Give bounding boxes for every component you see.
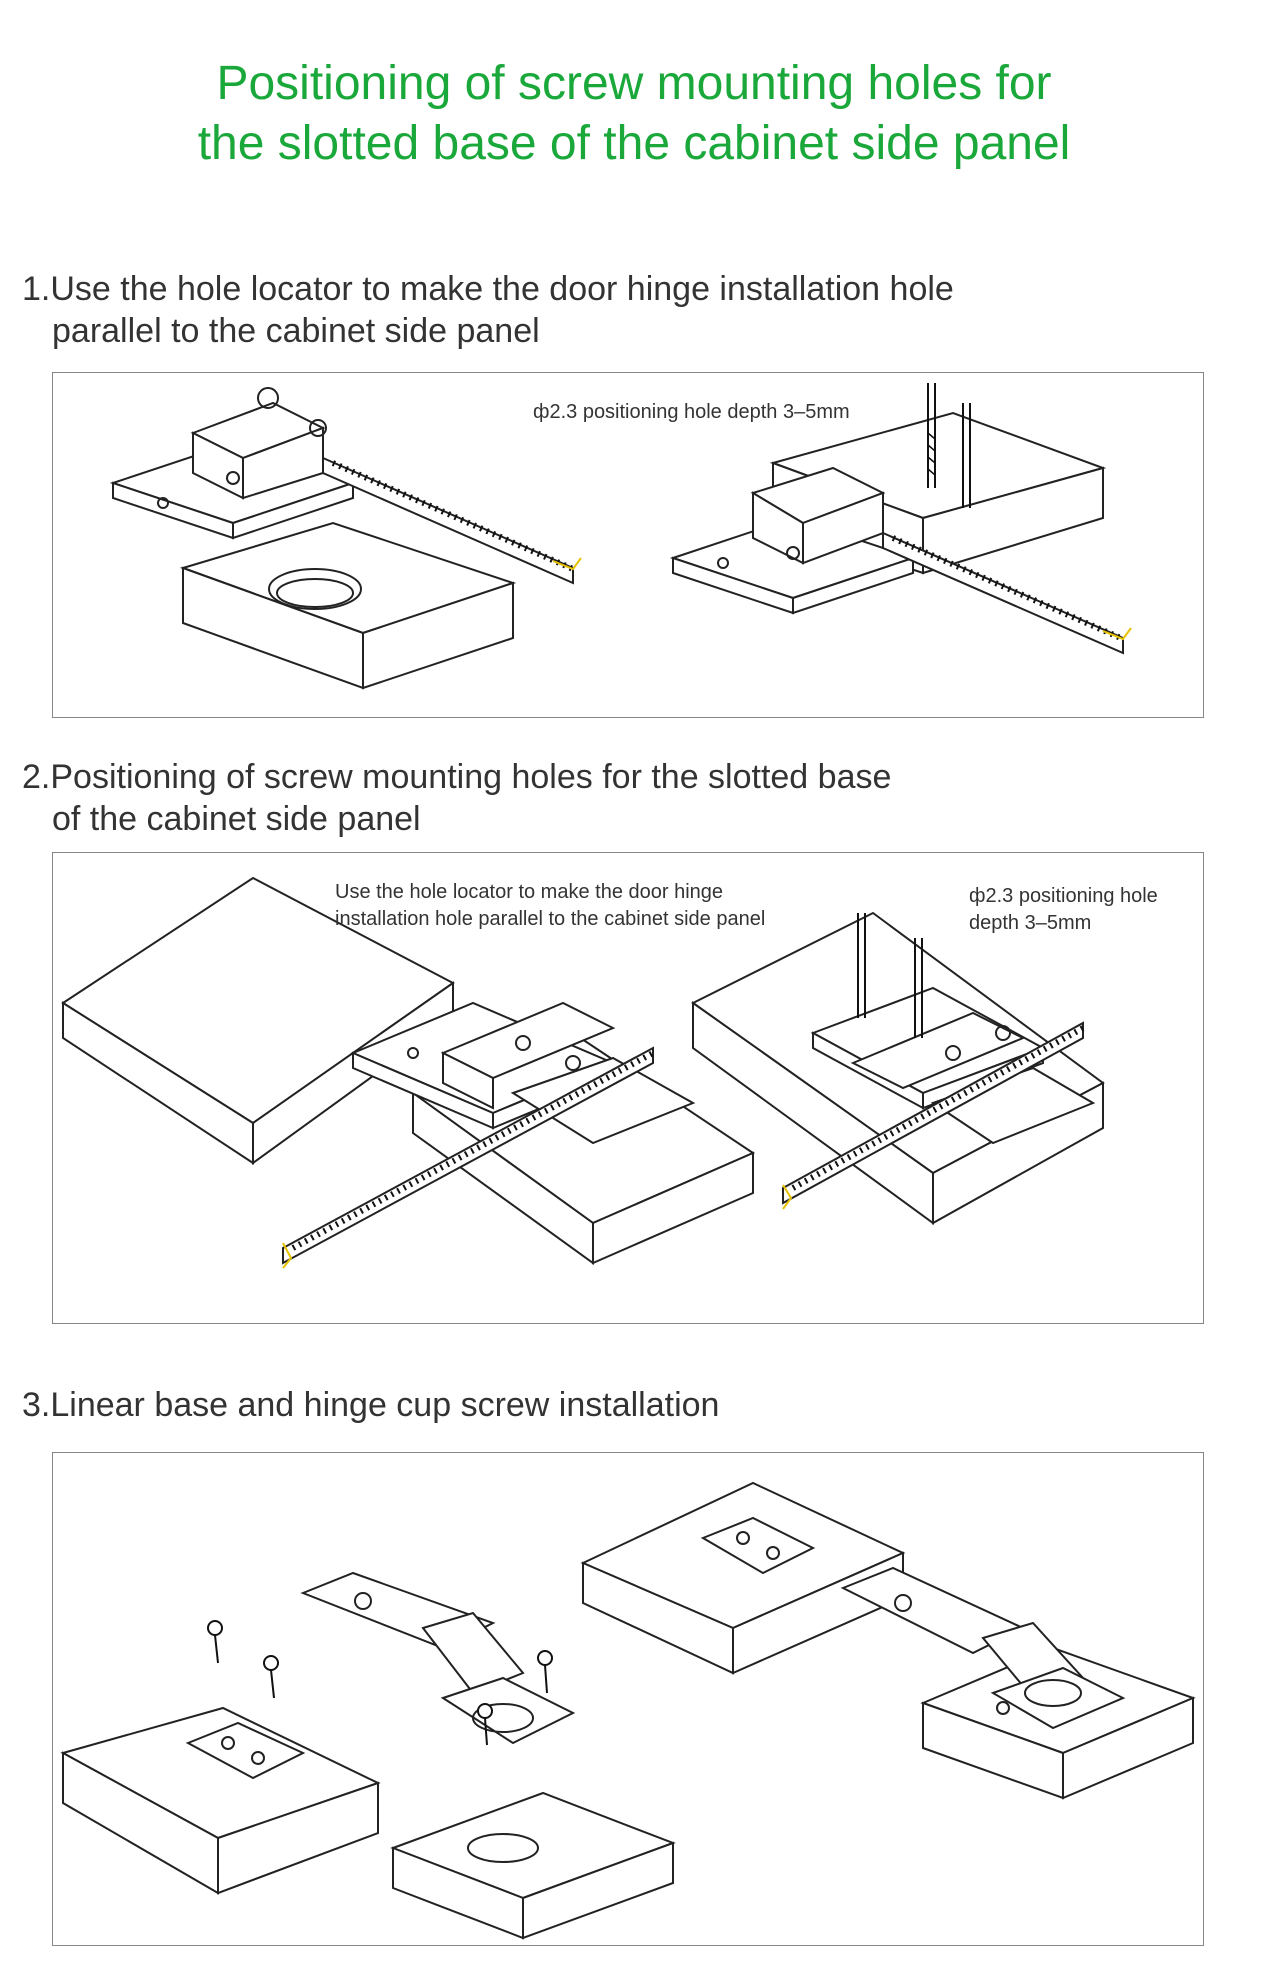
step-1-heading: 1.Use the hole locator to make the door … <box>22 268 954 352</box>
step-2-note-parallel-1: Use the hole locator to make the door hi… <box>335 881 724 903</box>
step-2-note-parallel-2: installation hole parallel to the cabine… <box>335 908 766 930</box>
step-2-drawing <box>61 876 1105 1269</box>
hinge-icon <box>840 1566 1126 1730</box>
step-1-line1: 1.Use the hole locator to make the door … <box>22 270 954 308</box>
step-3-heading: 3.Linear base and hinge cup screw instal… <box>22 1384 719 1426</box>
step-2-line2: of the cabinet side panel <box>52 800 421 838</box>
drill-bit-icon <box>857 913 923 1038</box>
step-2-heading: 2.Positioning of screw mounting holes fo… <box>22 756 891 840</box>
drill-bit-icon <box>927 383 971 508</box>
wood-board-icon <box>60 1706 381 1895</box>
wood-board-icon <box>179 521 517 690</box>
hole-locator-jig-icon <box>669 466 917 615</box>
step-3-line1: 3.Linear base and hinge cup screw instal… <box>22 1386 720 1424</box>
screw-icon <box>207 1620 279 1699</box>
ruler-icon <box>882 531 1132 655</box>
step-3-drawing <box>60 1481 1196 1940</box>
ruler-icon <box>782 1021 1085 1210</box>
wood-board-icon <box>580 1481 906 1675</box>
step-1-drawing <box>109 383 1132 690</box>
step-2-illustration: Use the hole locator to make the door hi… <box>52 852 1204 1324</box>
wood-board-icon <box>61 876 455 1165</box>
hole-locator-jig-icon <box>109 387 357 540</box>
ruler-icon <box>282 1046 655 1269</box>
wood-board-icon <box>390 1791 676 1940</box>
page-title-line2: the slotted base of the cabinet side pan… <box>197 117 1071 170</box>
mounting-base-icon <box>185 1721 306 1780</box>
ruler-icon <box>322 456 582 585</box>
hole-locator-jig-icon <box>350 1001 696 1145</box>
page-title-line1: Positioning of screw mounting holes for <box>216 57 1052 110</box>
step-1-note-drill-depth: ф2.3 positioning hole depth 3–5mm <box>533 401 850 423</box>
step-3-illustration <box>52 1452 1204 1946</box>
screw-icon <box>477 1650 553 1746</box>
mounting-base-icon <box>700 1516 816 1575</box>
step-2-line1: 2.Positioning of screw mounting holes fo… <box>22 758 892 796</box>
step-1-line2: parallel to the cabinet side panel <box>52 312 540 350</box>
step-2-note-drill-1: ф2.3 positioning hole <box>969 885 1158 907</box>
step-2-note-drill-2: depth 3–5mm <box>969 912 1092 934</box>
hinge-icon <box>300 1571 576 1745</box>
step-1-illustration: ф2.3 positioning hole depth 3–5mm <box>52 372 1204 718</box>
